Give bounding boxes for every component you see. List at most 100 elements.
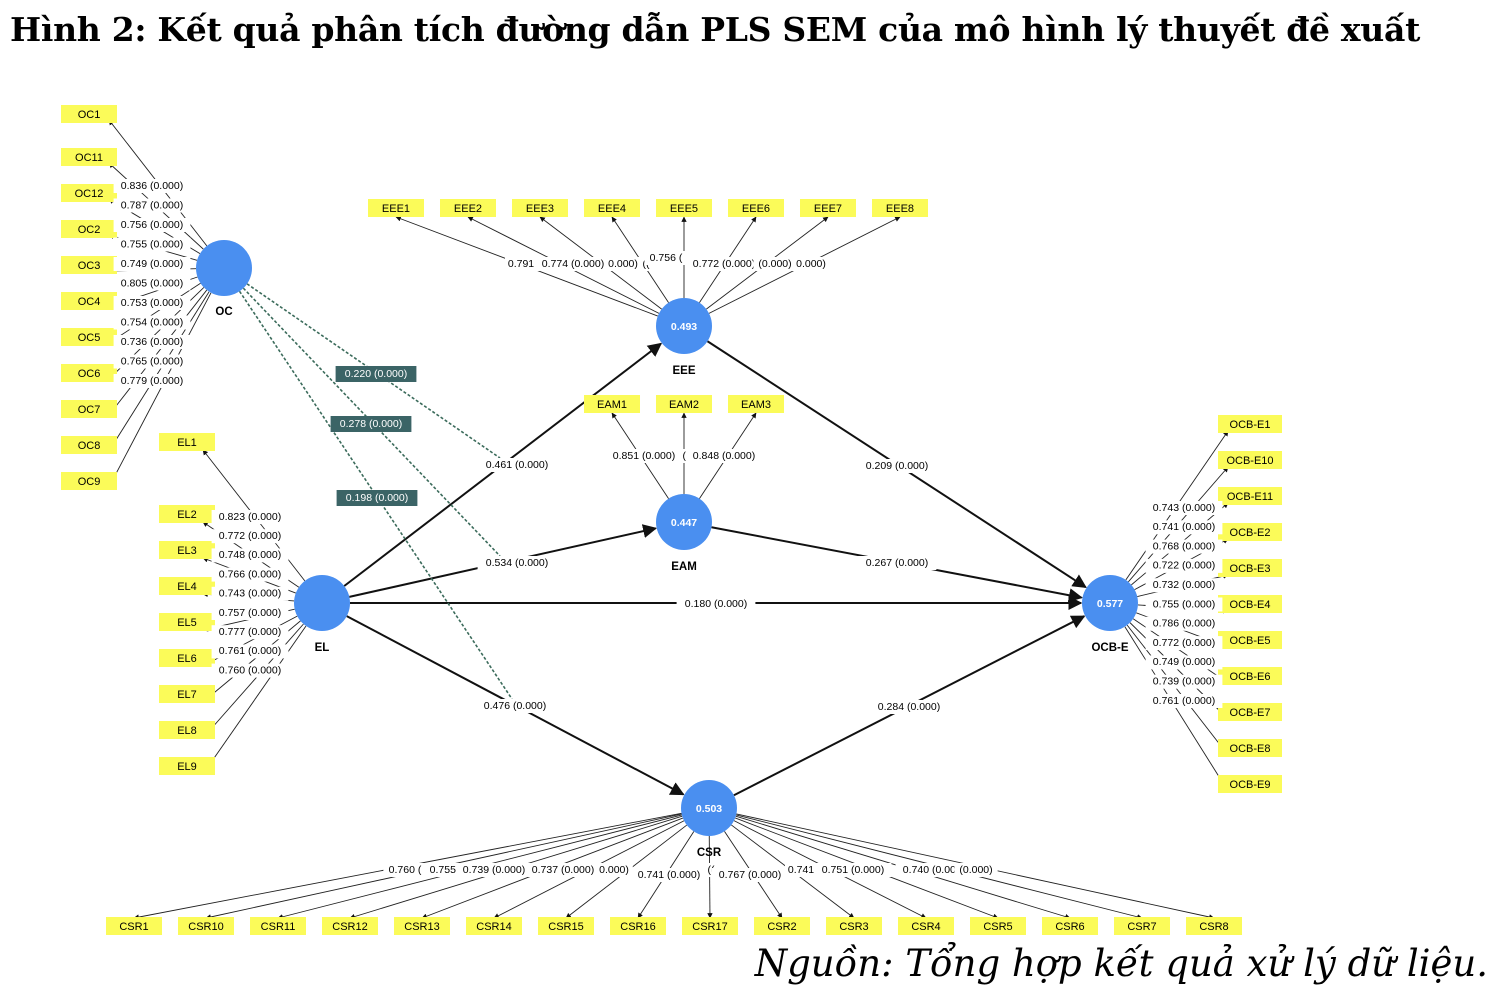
loading-label: 0.000) (599, 864, 629, 876)
indicator-box[interactable] (754, 917, 810, 935)
indicator-box[interactable] (826, 917, 882, 935)
indicator-box[interactable] (898, 917, 954, 935)
indicator-box[interactable] (159, 505, 215, 523)
loading-label-bg (113, 257, 191, 271)
indicator-box[interactable] (584, 199, 640, 217)
indicator-box[interactable] (656, 395, 712, 413)
loading-label-bg (685, 257, 763, 271)
indicator-label: CSR7 (1127, 921, 1156, 933)
indicator-box[interactable] (1186, 917, 1242, 935)
indicator-label: EAM1 (597, 399, 627, 411)
indicator-box[interactable] (61, 436, 117, 454)
indicator-box[interactable] (1218, 487, 1282, 505)
indicator-box[interactable] (728, 199, 784, 217)
loading-label: 0.754 (0.000) (121, 316, 183, 328)
indicator-box[interactable] (322, 917, 378, 935)
indicator-label: OCB-E7 (1230, 707, 1271, 719)
indicator-box[interactable] (159, 433, 215, 451)
indicator-box[interactable] (61, 364, 117, 382)
loading-label-bg (1145, 539, 1223, 554)
loading-label: 0.836 (0.000) (121, 180, 183, 192)
loading-label-bg (113, 218, 191, 232)
indicator-box[interactable] (1114, 917, 1170, 935)
indicator-box[interactable] (159, 577, 215, 595)
indicator-box[interactable] (728, 395, 784, 413)
construct-node[interactable] (681, 780, 737, 836)
loading-label: 0.787 (0.000) (121, 199, 183, 211)
indicator-box[interactable] (970, 917, 1026, 935)
loading-label: 0.805 (0.000) (121, 277, 183, 289)
loading-label-bg (1145, 597, 1223, 612)
loading-line (1126, 624, 1229, 756)
indicator-box[interactable] (61, 400, 117, 418)
indicator-box[interactable] (61, 105, 117, 123)
indicator-box[interactable] (61, 292, 117, 310)
indicator-box[interactable] (1218, 739, 1282, 757)
construct-node[interactable] (196, 240, 252, 296)
indicator-box[interactable] (610, 917, 666, 935)
loading-label-bg (113, 198, 191, 213)
indicator-box[interactable] (538, 917, 594, 935)
indicator-box[interactable] (159, 541, 215, 559)
indicator-box[interactable] (61, 328, 117, 346)
indicator-box[interactable] (61, 148, 117, 166)
indicator-box[interactable] (159, 757, 215, 775)
loading-label-bg (211, 606, 289, 620)
indicator-box[interactable] (106, 917, 162, 935)
indicator-box[interactable] (872, 199, 928, 217)
indicator-label: OC7 (78, 404, 101, 416)
indicator-box[interactable] (61, 472, 117, 490)
indicator-box[interactable] (159, 649, 215, 667)
indicator-box[interactable] (1042, 917, 1098, 935)
indicator-box[interactable] (440, 199, 496, 217)
loading-label: 0.722 (0.000) (1153, 560, 1215, 572)
path-coefficient-bg (857, 556, 937, 570)
indicator-box[interactable] (1218, 523, 1282, 541)
path-coefficient: 0.461 (0.000) (486, 459, 548, 471)
loading-line (108, 291, 210, 452)
loading-label-bg (113, 315, 191, 330)
indicator-box[interactable] (159, 721, 215, 739)
indicator-box[interactable] (61, 220, 117, 238)
indicator-box[interactable] (1218, 667, 1282, 685)
construct-node[interactable] (656, 494, 712, 550)
moderation-box[interactable] (335, 366, 417, 382)
moderation-box[interactable] (330, 416, 412, 432)
indicator-box[interactable] (178, 917, 234, 935)
indicator-box[interactable] (656, 199, 712, 217)
loading-label: 0.740 (0.000) (903, 864, 965, 876)
indicator-label: EL7 (177, 689, 197, 701)
path-coefficient: 0.209 (0.000) (866, 460, 928, 472)
indicator-box[interactable] (1218, 451, 1282, 469)
indicator-box[interactable] (512, 199, 568, 217)
indicator-label: EL9 (177, 761, 197, 773)
indicator-box[interactable] (1218, 415, 1282, 433)
indicator-box[interactable] (466, 917, 522, 935)
indicator-box[interactable] (800, 199, 856, 217)
indicator-box[interactable] (682, 917, 738, 935)
indicator-label: OCB-E10 (1226, 455, 1273, 467)
indicator-box[interactable] (61, 256, 117, 274)
indicator-label: CSR11 (261, 921, 296, 933)
construct-node[interactable] (294, 575, 350, 631)
indicator-box[interactable] (1218, 631, 1282, 649)
construct-node[interactable] (656, 298, 712, 354)
indicator-box[interactable] (159, 685, 215, 703)
indicator-label: EL2 (177, 509, 197, 521)
indicator-box[interactable] (250, 917, 306, 935)
indicator-box[interactable] (61, 184, 117, 202)
indicator-box[interactable] (1218, 595, 1282, 613)
indicator-label: CSR13 (404, 921, 439, 933)
indicator-box[interactable] (1218, 559, 1282, 577)
indicator-box[interactable] (1218, 703, 1282, 721)
indicator-box[interactable] (1218, 775, 1282, 793)
loading-line (202, 625, 307, 775)
construct-node[interactable] (1082, 575, 1138, 631)
construct-label: EAM (671, 561, 697, 573)
indicator-box[interactable] (159, 613, 215, 631)
indicator-box[interactable] (584, 395, 640, 413)
loading-label-bg (1145, 501, 1223, 515)
indicator-box[interactable] (368, 199, 424, 217)
moderation-box[interactable] (336, 490, 418, 506)
indicator-box[interactable] (394, 917, 450, 935)
